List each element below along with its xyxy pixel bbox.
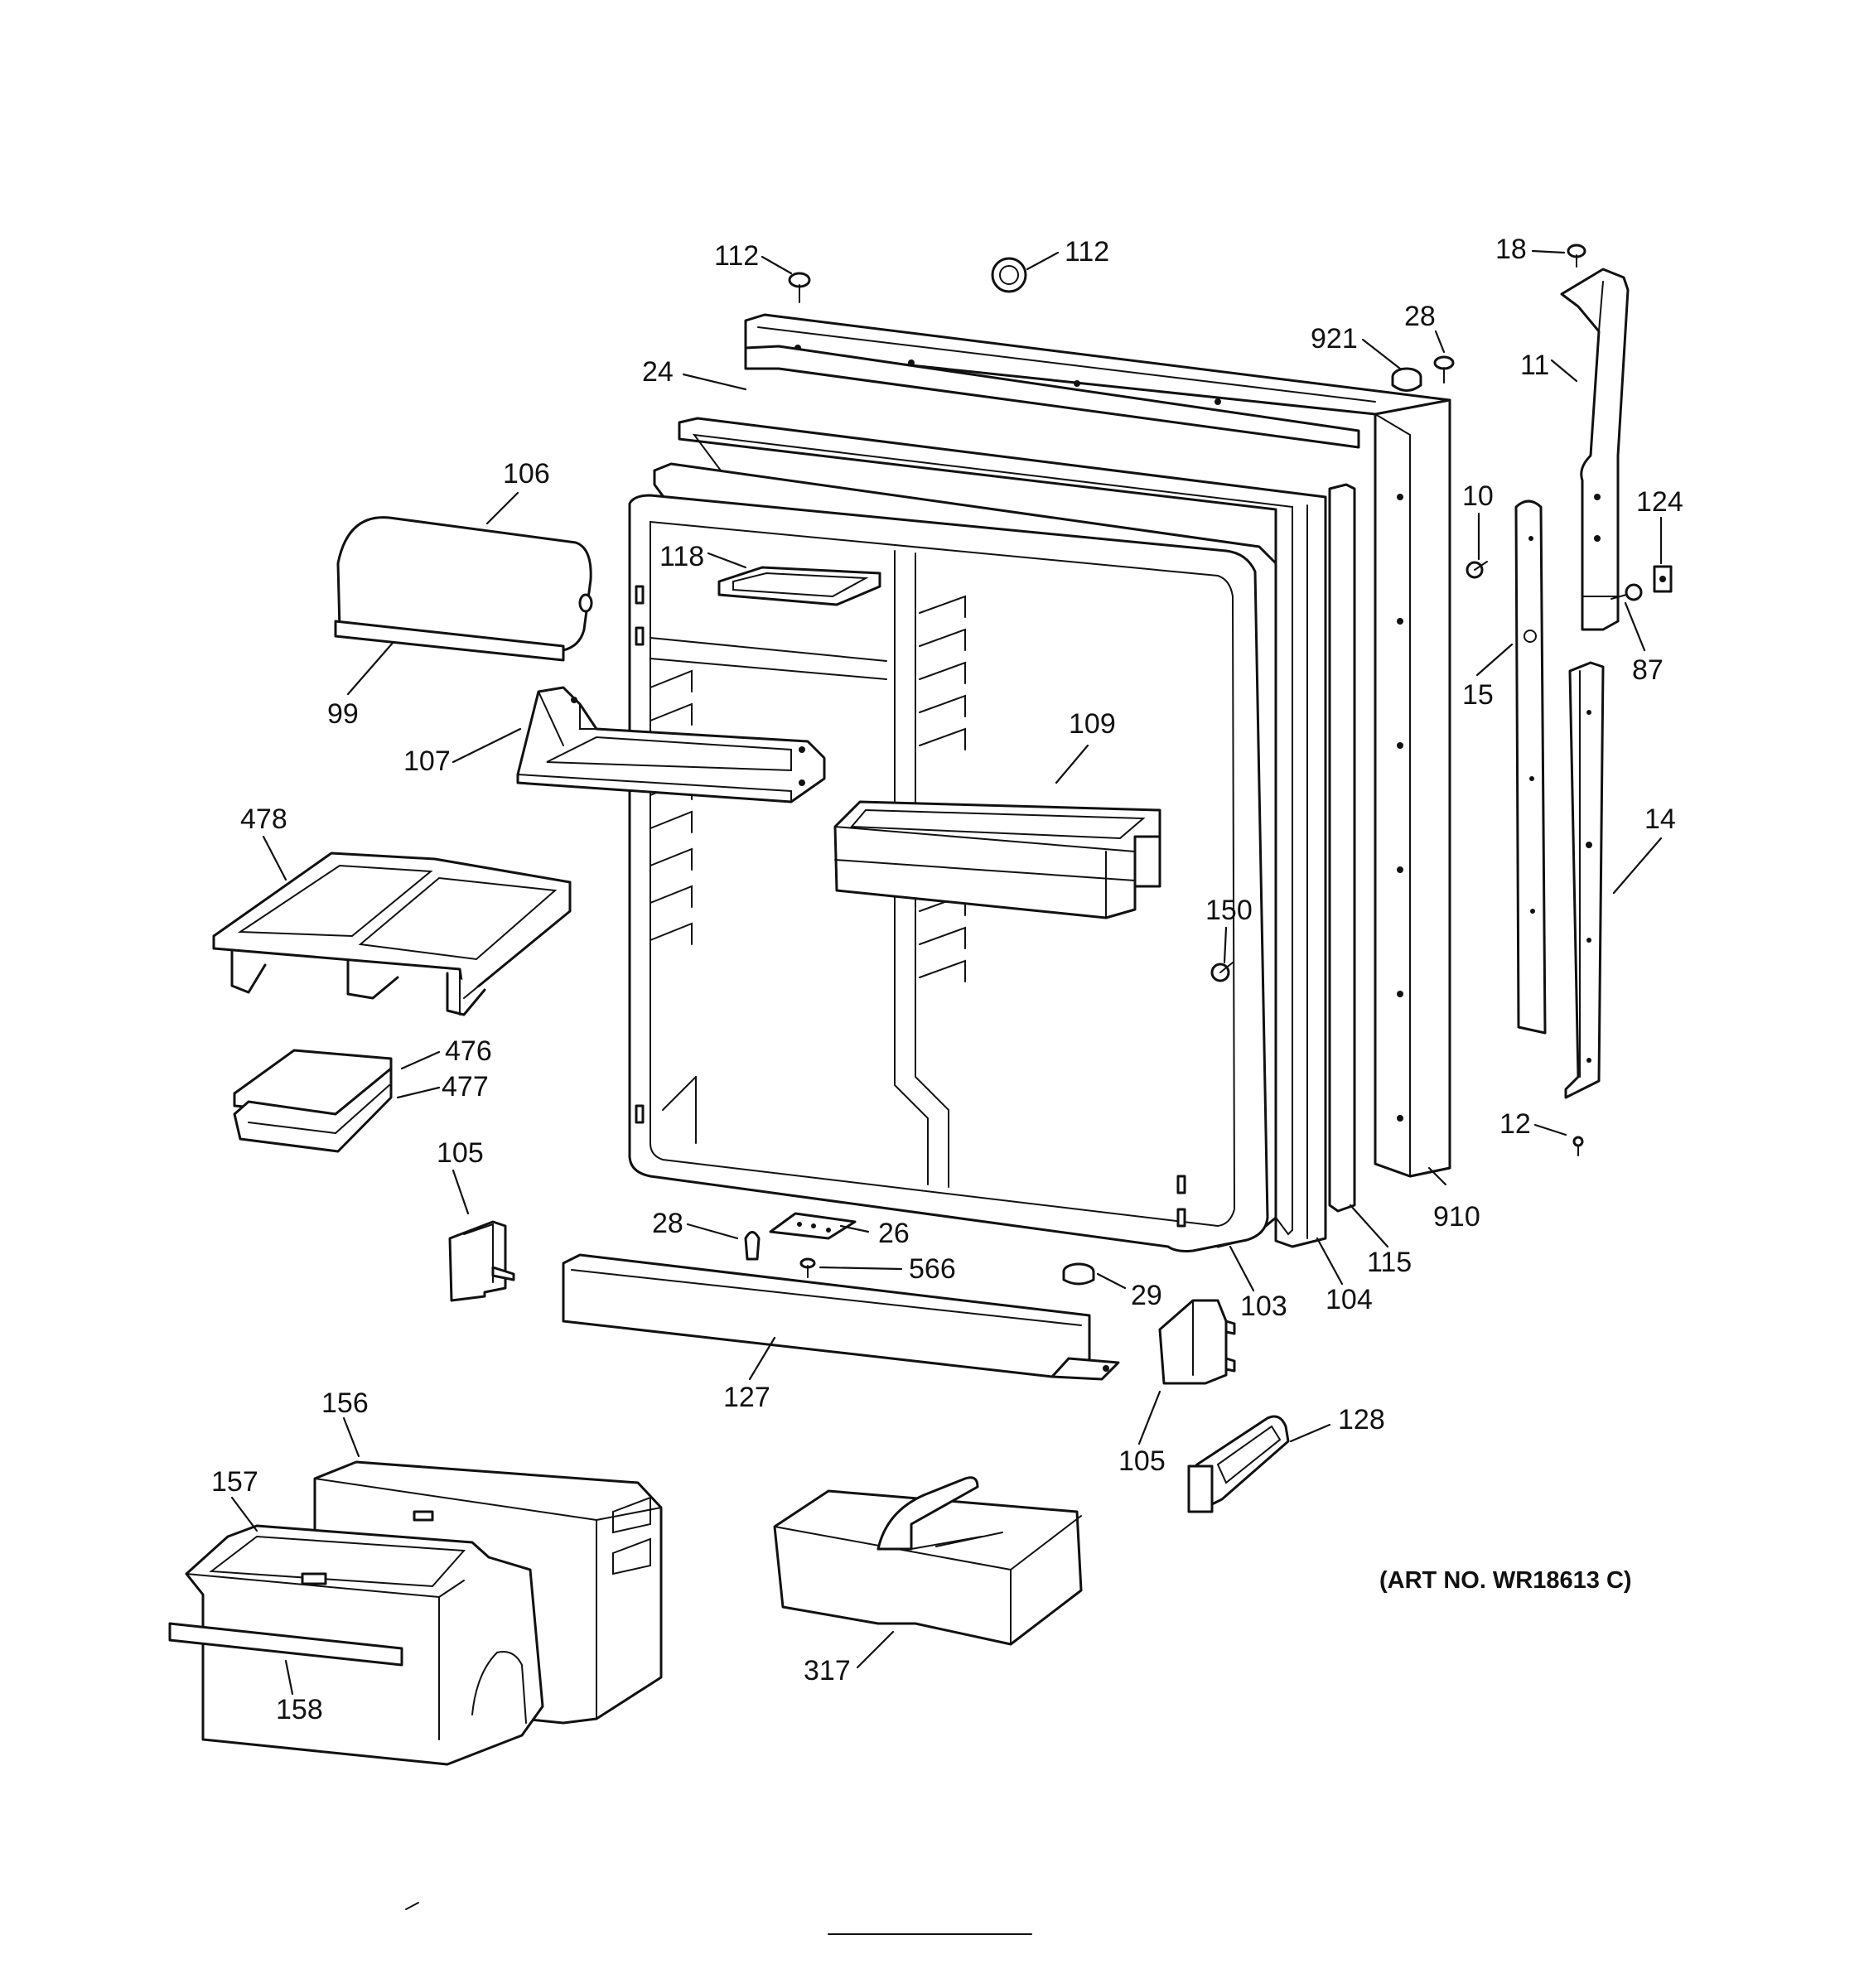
callout-478: 478 xyxy=(240,803,287,835)
callout-15: 15 xyxy=(1462,679,1494,711)
small-rack xyxy=(717,566,881,606)
breaker-strip xyxy=(1328,483,1356,1213)
screw-87 xyxy=(1610,583,1643,601)
bin-bracket-105-left xyxy=(448,1220,515,1302)
door-bin-109 xyxy=(833,800,1161,919)
hinge-cover xyxy=(1564,661,1605,1099)
callout-158: 158 xyxy=(276,1694,323,1725)
callout-118: 118 xyxy=(659,541,704,572)
screw-18 xyxy=(1567,244,1586,268)
callout-103: 103 xyxy=(1240,1291,1287,1322)
callout-11: 11 xyxy=(1520,350,1549,381)
pin-28-bottom xyxy=(744,1231,761,1261)
callout-115: 115 xyxy=(1367,1247,1412,1278)
callout-18: 18 xyxy=(1495,234,1527,265)
callout-99: 99 xyxy=(327,698,359,730)
drawer-handle-158 xyxy=(168,1622,403,1667)
callout-112b: 112 xyxy=(1065,236,1109,268)
crisper-cover-frame xyxy=(212,852,572,1016)
dairy-tray xyxy=(334,620,565,662)
dairy-door xyxy=(336,516,593,652)
door-hinge xyxy=(1560,268,1630,631)
storage-basket-317 xyxy=(773,1476,1083,1646)
callout-124: 124 xyxy=(1636,486,1683,518)
callout-12: 12 xyxy=(1499,1108,1531,1140)
callout-477: 477 xyxy=(442,1071,489,1103)
callout-921: 921 xyxy=(1311,323,1358,355)
callout-105a: 105 xyxy=(437,1137,484,1169)
callout-156: 156 xyxy=(321,1387,369,1419)
plug-921 xyxy=(1391,367,1422,392)
callout-317: 317 xyxy=(804,1655,851,1686)
door-shelf-bracket xyxy=(516,686,826,803)
callout-105b: 105 xyxy=(1118,1445,1166,1477)
scan-mark xyxy=(405,1902,419,1910)
small-bin-128 xyxy=(1187,1415,1290,1513)
door-bottom-trim xyxy=(562,1253,1120,1381)
callout-112a: 112 xyxy=(714,240,759,272)
screw-150 xyxy=(1210,962,1234,982)
center-shelf-rungs xyxy=(919,595,966,982)
callout-150: 150 xyxy=(1205,895,1253,926)
screw-28-top xyxy=(1433,355,1455,384)
callout-28b: 28 xyxy=(652,1208,683,1239)
door-stop-strip xyxy=(1514,499,1547,1035)
callout-14: 14 xyxy=(1644,803,1676,835)
screw-112 xyxy=(788,272,811,303)
plug-29 xyxy=(1062,1262,1095,1286)
callout-157: 157 xyxy=(211,1466,258,1498)
screw-10 xyxy=(1466,561,1488,579)
mounting-plate-26 xyxy=(769,1212,857,1240)
callout-910: 910 xyxy=(1433,1201,1480,1233)
callout-476: 476 xyxy=(445,1035,492,1067)
callout-29: 29 xyxy=(1131,1280,1162,1311)
callout-128: 128 xyxy=(1338,1404,1385,1436)
callout-127: 127 xyxy=(723,1382,770,1413)
callout-566: 566 xyxy=(909,1253,956,1285)
crisper-pan-477 xyxy=(233,1067,393,1153)
callout-87: 87 xyxy=(1632,654,1664,686)
hinge-pin-124 xyxy=(1653,565,1673,593)
callout-labels: 112 112 18 28 921 24 11 106 10 124 118 9… xyxy=(211,234,1683,1725)
callout-104: 104 xyxy=(1326,1284,1373,1315)
plug-112 xyxy=(991,257,1027,293)
door-top-strip xyxy=(744,345,1360,449)
callout-107: 107 xyxy=(403,746,451,777)
callout-26: 26 xyxy=(878,1218,910,1249)
art-number: (ART NO. WR18613 C) xyxy=(1379,1567,1632,1594)
callout-10: 10 xyxy=(1462,480,1494,512)
callout-109: 109 xyxy=(1069,708,1116,740)
screw-12 xyxy=(1572,1136,1584,1156)
outer-door-panel xyxy=(744,313,1451,1178)
screw-566 xyxy=(799,1257,816,1278)
bin-bracket-105-right xyxy=(1158,1299,1236,1385)
leader-lines xyxy=(230,249,1663,1696)
callout-106: 106 xyxy=(503,458,550,490)
callout-24: 24 xyxy=(642,356,674,388)
callout-28a: 28 xyxy=(1404,301,1436,332)
